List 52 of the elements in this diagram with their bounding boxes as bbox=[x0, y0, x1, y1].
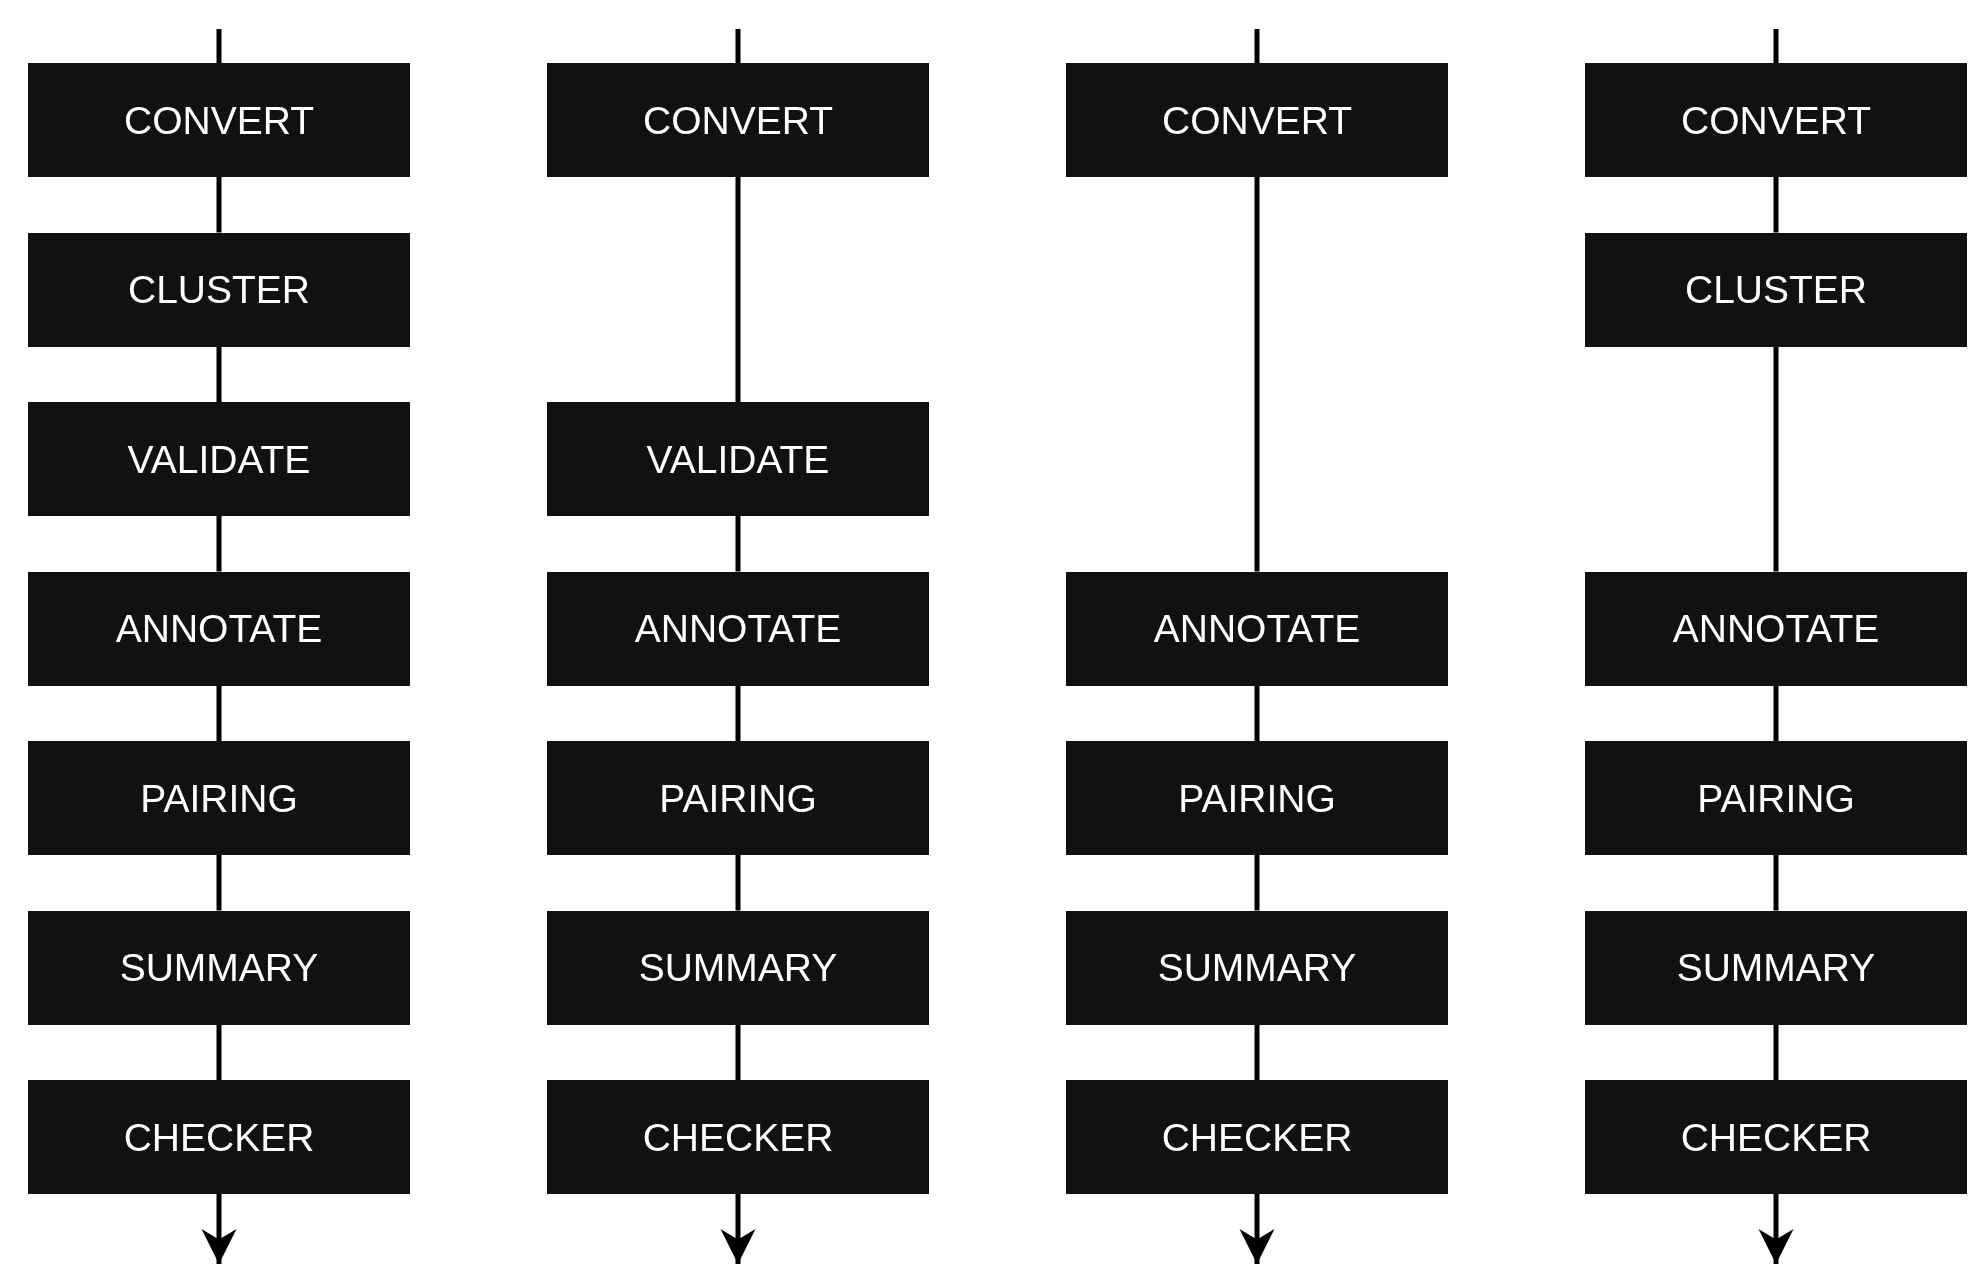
process-box bbox=[1585, 741, 1967, 855]
step-label: CONVERT bbox=[643, 100, 833, 140]
arrow bbox=[201, 1194, 237, 1264]
arrow bbox=[720, 1194, 756, 1264]
step-label: SUMMARY bbox=[638, 948, 838, 987]
step-label: VALIDATE bbox=[127, 439, 311, 479]
process-box bbox=[547, 63, 929, 177]
step-label: CONVERT bbox=[1162, 100, 1352, 140]
process-box bbox=[28, 910, 410, 1025]
process-box bbox=[1585, 910, 1967, 1025]
step-label: CLUSTER bbox=[1684, 270, 1867, 309]
step-label: SUMMARY bbox=[1157, 948, 1357, 987]
process-box bbox=[28, 741, 410, 855]
process-box bbox=[1066, 63, 1448, 177]
process-box bbox=[1066, 571, 1448, 686]
process-box bbox=[28, 571, 410, 686]
step-label: CHECKER bbox=[1680, 1117, 1872, 1157]
step-label: VALIDATE bbox=[646, 439, 830, 479]
process-box bbox=[1585, 232, 1967, 347]
arrow bbox=[1758, 1194, 1794, 1264]
step-label: ANNOTATE bbox=[634, 609, 842, 648]
step-label: ANNOTATE bbox=[115, 609, 323, 648]
step-label: PAIRING bbox=[1178, 778, 1336, 818]
process-box bbox=[28, 1080, 410, 1194]
process-box bbox=[28, 232, 410, 347]
process-box bbox=[28, 63, 410, 177]
step-label: CONVERT bbox=[1681, 100, 1871, 140]
step-label: ANNOTATE bbox=[1153, 609, 1361, 648]
step-label: SUMMARY bbox=[119, 948, 319, 987]
step-label: PAIRING bbox=[140, 778, 298, 818]
step-label: CHECKER bbox=[123, 1117, 315, 1157]
process-box bbox=[1066, 1080, 1448, 1194]
process-box bbox=[1585, 1080, 1967, 1194]
arrow bbox=[1239, 1194, 1275, 1264]
process-box bbox=[1585, 63, 1967, 177]
process-box bbox=[1066, 910, 1448, 1025]
step-label: PAIRING bbox=[659, 778, 817, 818]
process-box bbox=[1585, 571, 1967, 686]
step-label: PAIRING bbox=[1697, 778, 1855, 818]
step-label: CLUSTER bbox=[127, 270, 310, 309]
process-box bbox=[547, 571, 929, 686]
process-box bbox=[1066, 741, 1448, 855]
step-label: ANNOTATE bbox=[1672, 609, 1880, 648]
process-box bbox=[547, 741, 929, 855]
process-box bbox=[547, 910, 929, 1025]
step-label: SUMMARY bbox=[1676, 948, 1876, 987]
process-box bbox=[28, 402, 410, 516]
step-label: CHECKER bbox=[1161, 1117, 1353, 1157]
process-box bbox=[547, 402, 929, 516]
step-label: CHECKER bbox=[642, 1117, 834, 1157]
process-box bbox=[547, 1080, 929, 1194]
step-label: CONVERT bbox=[124, 100, 314, 140]
